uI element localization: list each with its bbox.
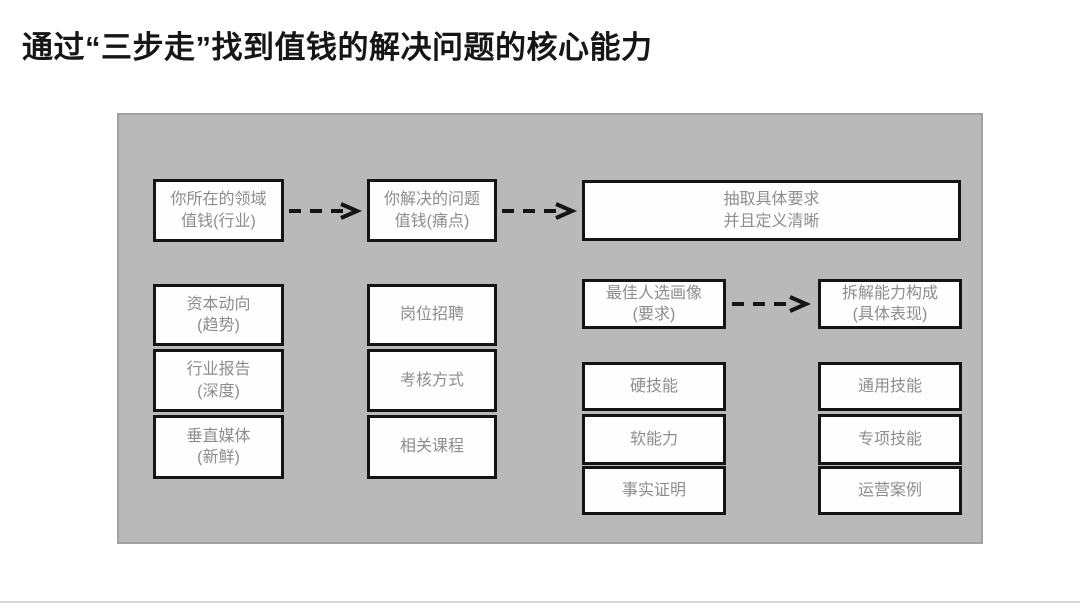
box-related-courses: 相关课程: [367, 415, 497, 479]
box-line: 行业报告: [186, 361, 251, 379]
box-line: 你所在的领域: [170, 191, 267, 209]
box-line: 岗位招聘: [399, 306, 464, 324]
box-line: 事实证明: [621, 481, 686, 499]
box-step1-domain: 你所在的领域 值钱(行业): [153, 179, 284, 242]
box-line: 软能力: [629, 430, 678, 448]
box-industry-reports: 行业报告 (深度): [153, 349, 284, 412]
box-line: (新鲜): [197, 449, 240, 466]
box-line: 抽取具体要求: [723, 191, 820, 209]
box-special-skills: 专项技能: [818, 414, 962, 465]
box-step3-extract-requirements: 抽取具体要求 并且定义清晰: [582, 180, 961, 241]
box-line: 并且定义清晰: [723, 212, 820, 230]
box-line: 专项技能: [857, 430, 922, 448]
box-line: 硬技能: [629, 377, 678, 395]
box-candidate-profile: 最佳人选画像 (要求): [582, 279, 726, 329]
box-job-postings: 岗位招聘: [367, 284, 497, 346]
box-line: 拆解能力构成: [841, 284, 938, 302]
dashed-arrow-icon: [732, 295, 811, 313]
box-soft-skills: 软能力: [582, 414, 726, 465]
box-line: 值钱(行业): [181, 212, 256, 230]
box-line: 垂直媒体: [186, 427, 251, 445]
box-line: 运营案例: [857, 481, 922, 499]
box-factual-proof: 事实证明: [582, 466, 726, 515]
box-line: 你解决的问题: [383, 191, 480, 209]
box-ability-decomposition: 拆解能力构成 (具体表现): [818, 279, 962, 329]
box-line: (要求): [632, 306, 676, 323]
box-line: 最佳人选画像: [605, 284, 702, 302]
box-line: 相关课程: [399, 438, 464, 456]
box-line: 通用技能: [857, 377, 922, 395]
box-general-skills: 通用技能: [818, 362, 962, 411]
diagram-panel: 你所在的领域 值钱(行业) 你解决的问题 值钱(痛点) 抽取具体要求 并且定义清…: [117, 113, 983, 544]
box-step2-problem: 你解决的问题 值钱(痛点): [367, 179, 497, 242]
box-operation-cases: 运营案例: [818, 466, 962, 515]
box-line: (具体表现): [852, 306, 928, 323]
dashed-arrow-icon: [502, 202, 577, 220]
page-title: 通过“三步走”找到值钱的解决问题的核心能力: [22, 30, 653, 65]
box-line: (深度): [197, 382, 240, 400]
box-line: 考核方式: [399, 371, 464, 389]
box-line: 资本动向: [186, 295, 251, 313]
bottom-divider: [0, 601, 1080, 603]
box-line: (趋势): [197, 317, 240, 334]
dashed-arrow-icon: [289, 202, 362, 220]
box-vertical-media: 垂直媒体 (新鲜): [153, 415, 284, 479]
box-line: 值钱(痛点): [394, 212, 470, 230]
box-hard-skills: 硬技能: [582, 362, 726, 411]
box-assessment-methods: 考核方式: [367, 349, 497, 412]
box-capital-trends: 资本动向 (趋势): [153, 284, 284, 346]
